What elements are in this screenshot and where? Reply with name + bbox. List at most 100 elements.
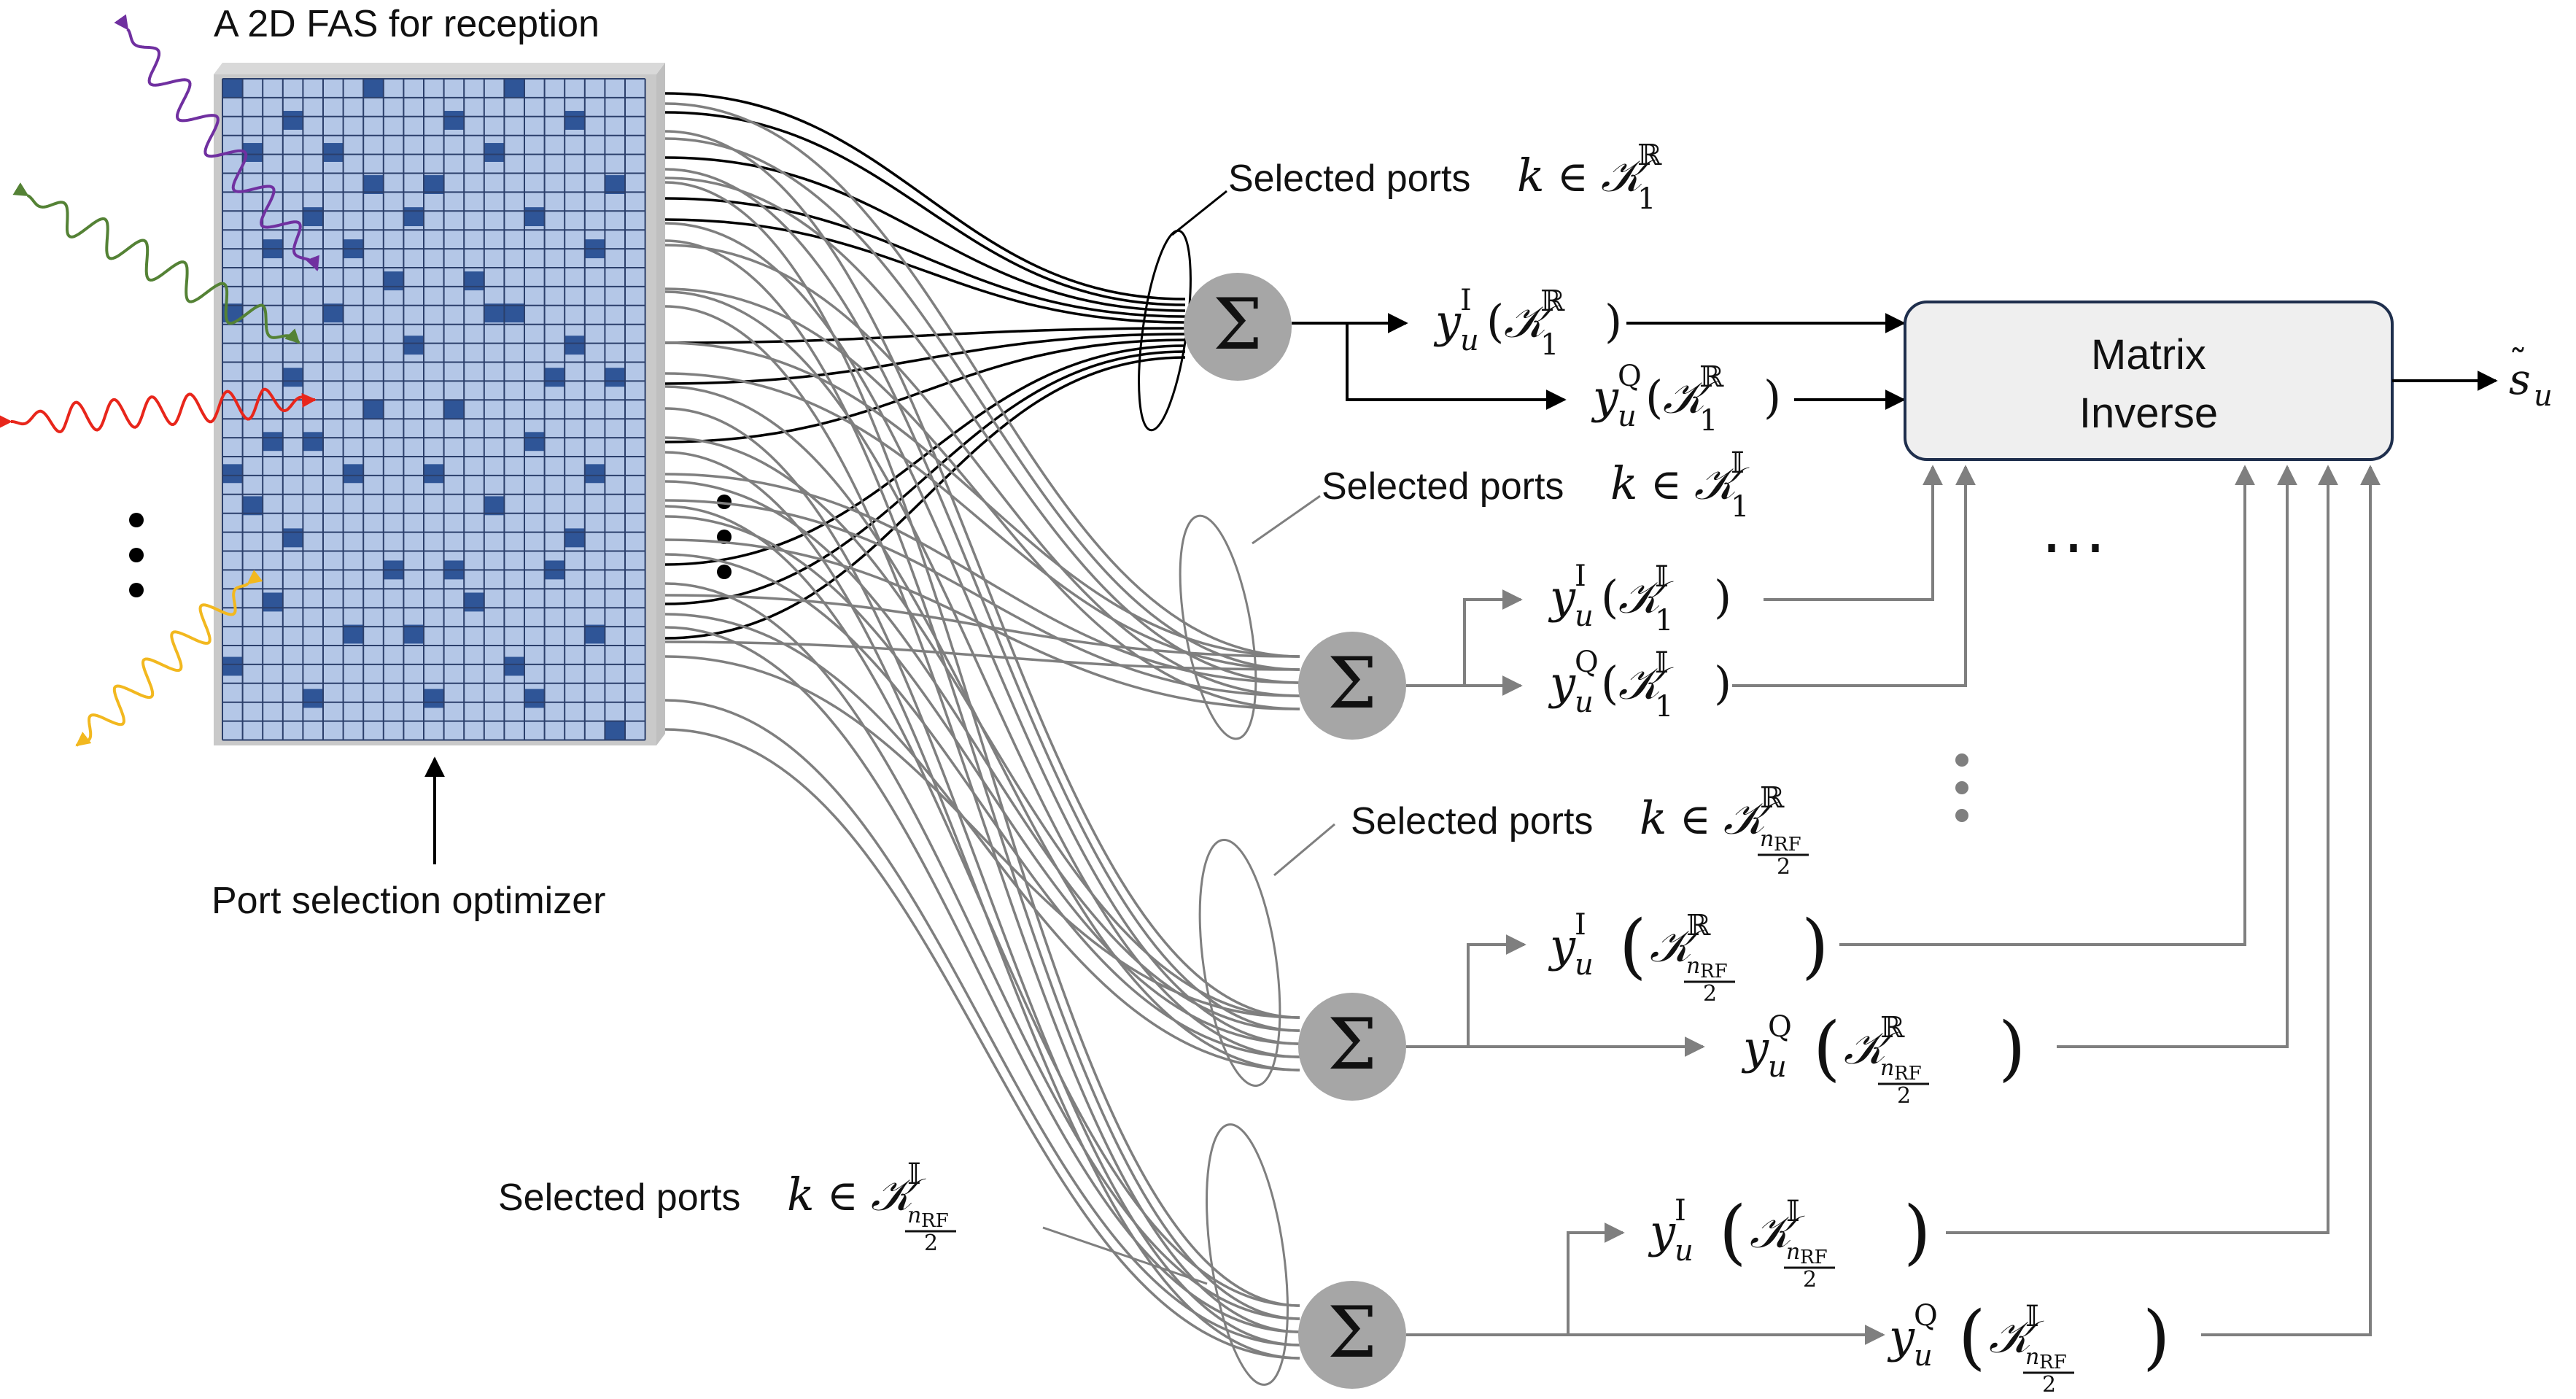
svg-text:ℝ: ℝ [1540, 284, 1565, 318]
svg-text:1: 1 [1731, 490, 1749, 524]
svg-text:1: 1 [1540, 328, 1559, 362]
active-port-cell [383, 271, 404, 291]
port-wire [664, 137, 1300, 671]
active-port-cell [222, 464, 243, 484]
svg-text:n: n [1880, 1055, 1894, 1081]
port-wire [664, 222, 1300, 1045]
active-port-cell [584, 624, 605, 644]
g4-output-Q: y Q u ( 𝒦 𝕀 n RF 2 ) [1887, 1296, 2170, 1398]
group3-signal-paths [1406, 465, 2297, 1057]
matrix-inverse-block: Matrix Inverse [1904, 301, 2394, 461]
g4-output-I: y I u ( 𝒦 𝕀 n RF 2 ) [1648, 1191, 1931, 1293]
active-port-cell [363, 79, 384, 98]
svg-text:Matrix: Matrix [2091, 331, 2206, 379]
svg-text:RF: RF [1800, 1247, 1828, 1268]
active-port-cell [504, 656, 524, 676]
svg-text:): ) [1998, 1007, 2025, 1089]
svg-text:∈: ∈ [1680, 794, 1711, 844]
active-port-cell [282, 528, 303, 548]
sum-node-3: Σ [1298, 993, 1406, 1101]
port-wire [664, 480, 1300, 1032]
group3-label: Selected ports k ∈ 𝒦 ℝ n RF 2 [1351, 781, 1809, 880]
active-port-cell [484, 303, 505, 323]
svg-text:Q: Q [1914, 1299, 1938, 1333]
port-wire [664, 613, 1300, 1071]
svg-text:(: ( [1719, 1191, 1746, 1273]
svg-text:2: 2 [1897, 1083, 1911, 1109]
g1-output-Q: y Q u ( 𝒦 ℝ 1 ) [1591, 360, 1781, 438]
svg-text:RF: RF [1774, 834, 1801, 856]
svg-text:k: k [787, 1168, 815, 1221]
wave-3 [75, 570, 263, 747]
fas-title: A 2D FAS for reception [214, 3, 600, 45]
active-port-cell [222, 79, 243, 98]
active-port-cell [443, 400, 465, 419]
port-wire [664, 341, 1300, 658]
group4-signal-paths [1406, 465, 2381, 1345]
active-port-cell [464, 271, 484, 291]
active-port-cell [323, 143, 344, 162]
svg-text:y: y [1591, 371, 1619, 424]
port-wire [664, 177, 1300, 684]
matrix-ellipsis-icon: ⋯ [2041, 508, 2106, 585]
svg-text:RF: RF [2039, 1352, 2067, 1373]
svg-text:): ) [1764, 371, 1781, 424]
active-port-cell [464, 592, 484, 612]
active-port-cell [424, 689, 444, 708]
group2-label: Selected ports k ∈ 𝒦 𝕀 1 [1322, 446, 1750, 524]
svg-text:1: 1 [1699, 404, 1718, 438]
port-wire [664, 181, 1300, 1307]
group-dots-icon [1955, 753, 1968, 822]
g2-output-I: y I u ( 𝒦 𝕀 1 ) [1548, 559, 1731, 638]
svg-text:𝕀: 𝕀 [1786, 1195, 1800, 1228]
port-wire [664, 130, 1300, 1019]
port-wire [664, 640, 1300, 671]
port-wire [664, 582, 1300, 1320]
svg-text:ℝ: ℝ [1760, 781, 1785, 815]
svg-text:Q: Q [1575, 646, 1599, 679]
svg-text:Σ: Σ [1327, 643, 1377, 724]
svg-text:u: u [1618, 400, 1637, 433]
svg-text:𝕀: 𝕀 [1655, 646, 1669, 680]
svg-text:y: y [1887, 1310, 1915, 1363]
svg-text:Inverse: Inverse [2079, 390, 2218, 437]
svg-text:I: I [1575, 559, 1586, 593]
port-wire [664, 111, 1186, 306]
svg-text:1: 1 [1655, 690, 1673, 724]
active-port-cell [565, 528, 585, 548]
active-port-cell [323, 303, 344, 323]
port-wire [664, 344, 1186, 566]
port-wire [664, 338, 1186, 443]
svg-text:Σ: Σ [1213, 284, 1262, 365]
svg-text:): ) [2143, 1296, 2170, 1378]
svg-text:Σ: Σ [1327, 1004, 1377, 1085]
svg-text:n: n [1760, 826, 1774, 852]
svg-text:): ) [1904, 1191, 1931, 1273]
port-wire [664, 356, 1186, 640]
svg-text:˜: ˜ [2509, 342, 2527, 384]
port-wire [664, 239, 1300, 1320]
svg-text:s: s [2509, 354, 2531, 404]
svg-text:u: u [1914, 1339, 1933, 1373]
port-wire [664, 290, 1300, 1058]
port-wire [664, 305, 1300, 1333]
active-port-cell [363, 175, 384, 194]
active-port-cell [343, 464, 364, 484]
svg-text:Selected ports: Selected ports [1228, 158, 1470, 200]
svg-text:∈: ∈ [1650, 460, 1682, 509]
svg-text:n: n [1786, 1239, 1800, 1265]
group1-signal-paths [1292, 313, 1906, 410]
svg-text:1: 1 [1655, 604, 1673, 638]
active-port-cell [484, 496, 505, 516]
port-wire [664, 594, 1300, 658]
active-port-cell [282, 368, 303, 387]
wave-1 [12, 182, 300, 344]
port-wire [664, 156, 1186, 312]
port-wire [664, 728, 1300, 1360]
active-port-cell [263, 592, 283, 612]
active-port-cell [403, 207, 424, 227]
svg-text:n: n [907, 1203, 921, 1228]
svg-text:y: y [1548, 919, 1576, 972]
svg-text:(: ( [1601, 570, 1618, 624]
active-port-cell [263, 432, 283, 452]
